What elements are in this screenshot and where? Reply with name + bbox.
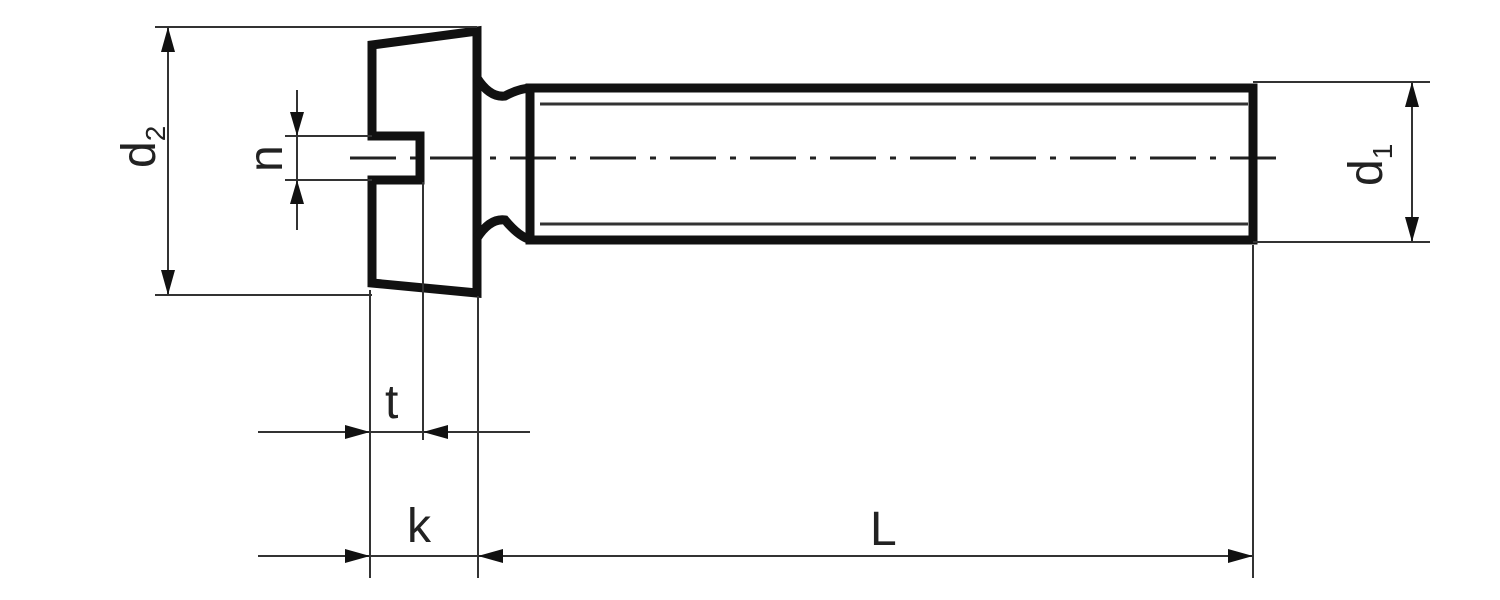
screw-neck xyxy=(473,75,534,245)
d2-label: d2 xyxy=(113,126,171,168)
extension-lines xyxy=(369,182,1254,578)
t-label: t xyxy=(385,376,398,429)
d1-dimension xyxy=(1253,81,1430,243)
t-dimension xyxy=(258,425,530,439)
k-dimension xyxy=(258,549,1253,563)
n-dimension xyxy=(285,90,372,230)
svg-text:n: n xyxy=(240,145,293,172)
svg-text:d1: d1 xyxy=(1340,144,1398,186)
svg-text:d2: d2 xyxy=(113,126,171,168)
L-label: L xyxy=(870,503,897,556)
d2-dimension xyxy=(155,26,477,296)
n-label: n xyxy=(240,145,293,172)
k-label: k xyxy=(407,500,432,553)
d1-label: d1 xyxy=(1340,144,1398,186)
L-dimension xyxy=(1228,549,1253,563)
screw-head xyxy=(367,25,482,298)
screw-shank xyxy=(525,83,1258,245)
